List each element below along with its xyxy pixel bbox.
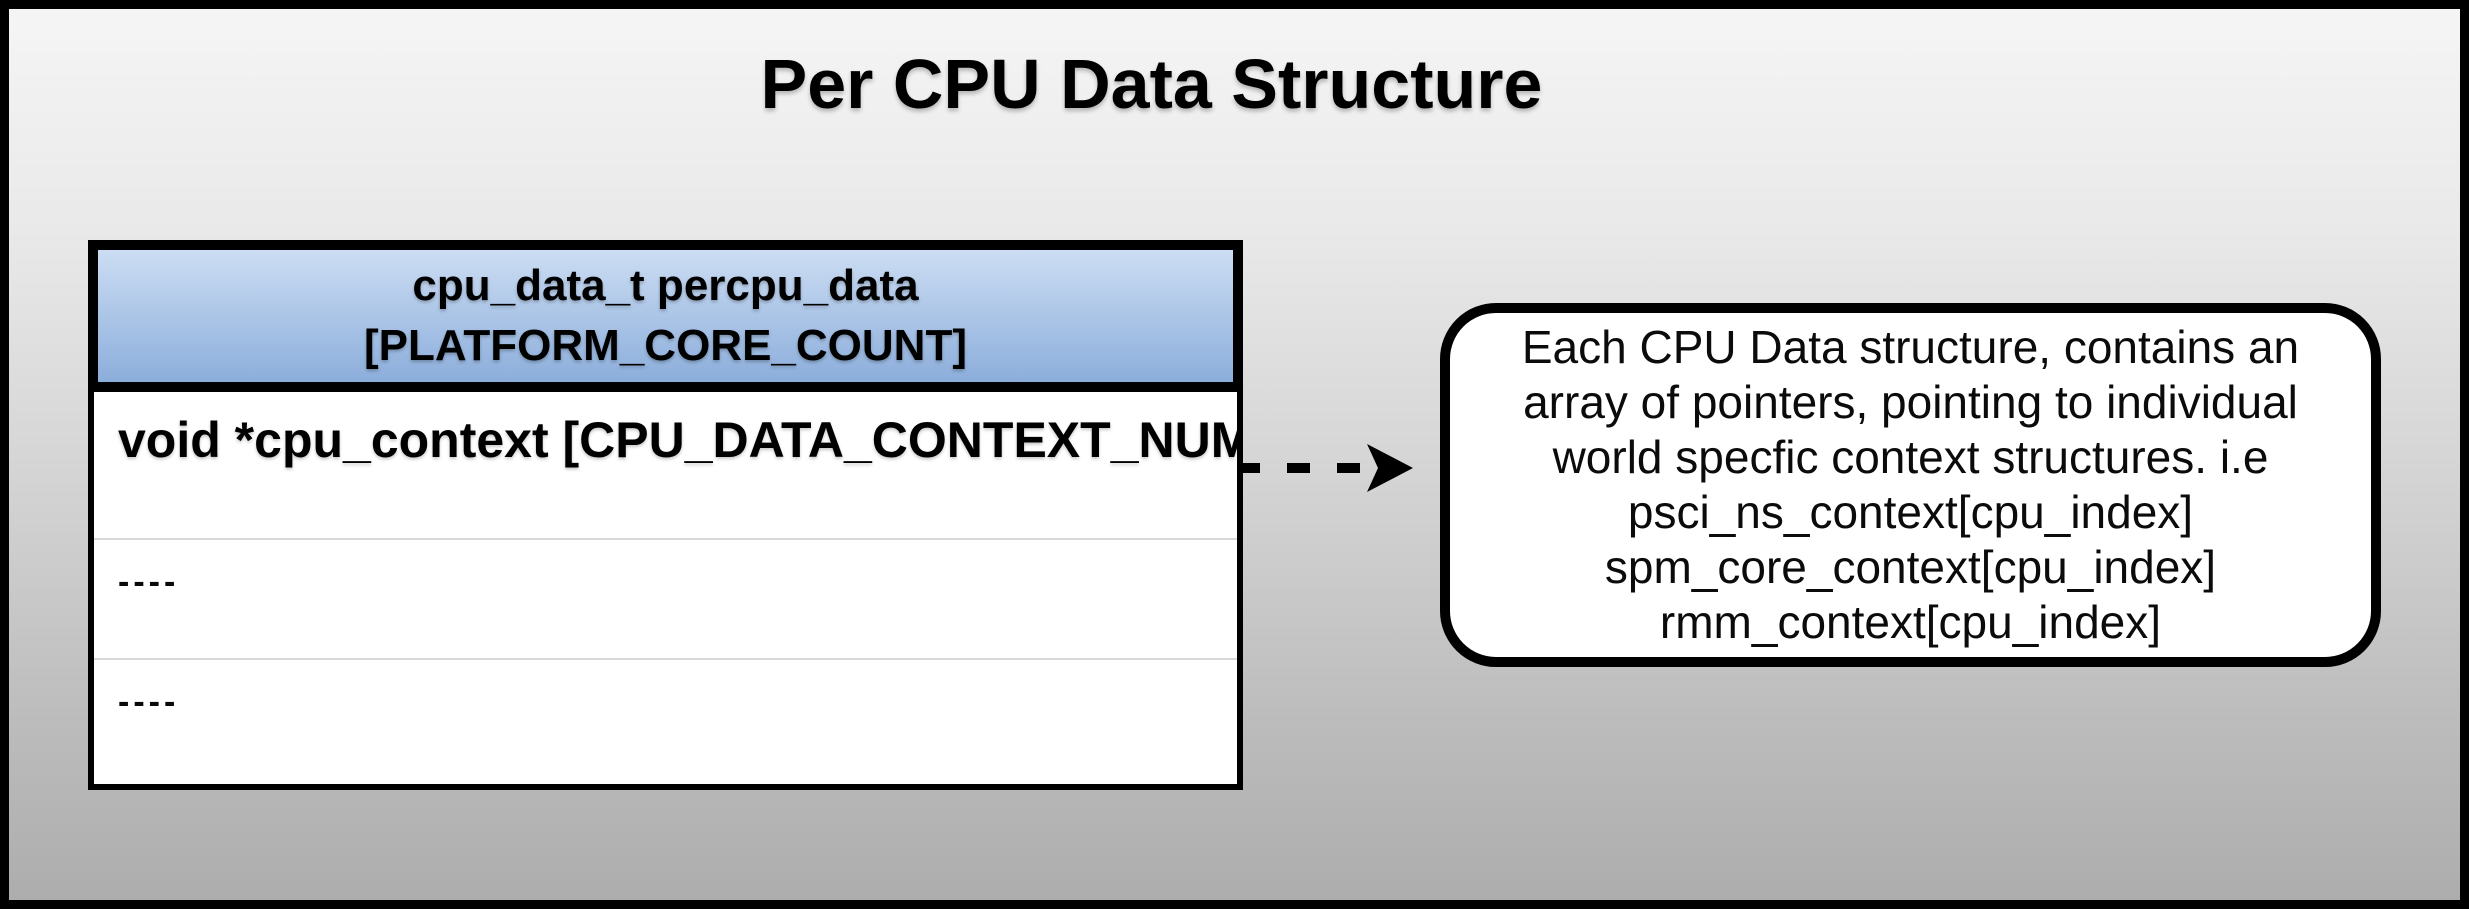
table-row-placeholder: ---- <box>94 538 1237 658</box>
table-row-placeholder: ---- <box>94 658 1237 784</box>
callout-line: world specfic context structures. i.e <box>1552 431 2269 483</box>
dashed-arrow-icon <box>1237 444 1413 492</box>
callout-line: rmm_context[cpu_index] <box>1659 596 2162 648</box>
callout-line: Each CPU Data structure, contains an <box>1521 321 2300 373</box>
page-title: Per CPU Data Structure <box>760 45 1543 123</box>
table-body: void *cpu_context [CPU_DATA_CONTEXT_NUM]… <box>88 392 1243 790</box>
table-header-line2: [PLATFORM_CORE_COUNT] <box>364 321 967 370</box>
table-header-line1: cpu_data_t percpu_data <box>412 261 919 310</box>
table-row-cpu-context: void *cpu_context [CPU_DATA_CONTEXT_NUM] <box>118 412 1237 468</box>
table-header: cpu_data_t percpu_data [PLATFORM_CORE_CO… <box>88 240 1243 392</box>
cpu-data-table: cpu_data_t percpu_data [PLATFORM_CORE_CO… <box>88 240 1243 790</box>
callout-box: Each CPU Data structure, contains an arr… <box>1440 303 2381 667</box>
callout-line: spm_core_context[cpu_index] <box>1604 541 2217 593</box>
callout-line: psci_ns_context[cpu_index] <box>1627 486 2194 538</box>
callout-line: array of pointers, pointing to individua… <box>1523 376 2298 428</box>
